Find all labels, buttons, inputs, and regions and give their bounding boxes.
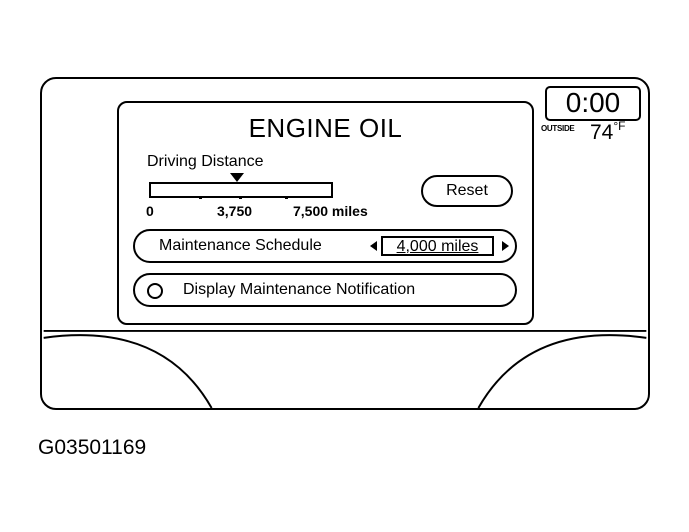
driving-distance-track — [149, 182, 333, 184]
scale-start-label: 0 — [146, 203, 154, 219]
maintenance-notification-row[interactable]: Display Maintenance Notification — [133, 273, 517, 307]
screen-title: ENGINE OIL — [248, 113, 403, 143]
clock-display: 0:00 — [545, 86, 641, 121]
driving-distance-label: Driving Distance — [147, 153, 264, 170]
maintenance-schedule-label: Maintenance Schedule — [159, 237, 322, 254]
temp-unit: °F — [613, 119, 626, 133]
figure-id: G03501169 — [38, 436, 147, 459]
notification-radio[interactable] — [147, 283, 163, 299]
maintenance-schedule-row[interactable]: Maintenance Schedule 4,000 miles — [133, 229, 517, 263]
maintenance-schedule-value[interactable]: 4,000 miles — [381, 236, 494, 256]
scale-mid-label: 3,750 — [217, 203, 253, 219]
driving-distance-marker-icon — [230, 173, 245, 182]
driving-distance-tick — [285, 196, 288, 199]
driving-distance-tick — [199, 196, 202, 199]
decrease-arrow-icon[interactable] — [370, 241, 377, 251]
engine-oil-screen: ENGINE OIL Driving Distance 0 3,750 7,50… — [117, 101, 534, 325]
driving-distance-tick — [239, 196, 242, 199]
reset-button[interactable]: Reset — [421, 175, 513, 207]
increase-arrow-icon[interactable] — [502, 241, 509, 251]
outside-temp-label: OUTSIDE — [541, 124, 575, 133]
reset-button-label: Reset — [446, 182, 488, 199]
notification-label: Display Maintenance Notification — [183, 281, 416, 298]
outside-temp-value: 74 — [590, 121, 614, 144]
outside-temp: 74°F — [590, 119, 626, 145]
bezel-lower-shape — [43, 329, 647, 408]
scale-end-label: 7,500 miles — [293, 203, 368, 219]
